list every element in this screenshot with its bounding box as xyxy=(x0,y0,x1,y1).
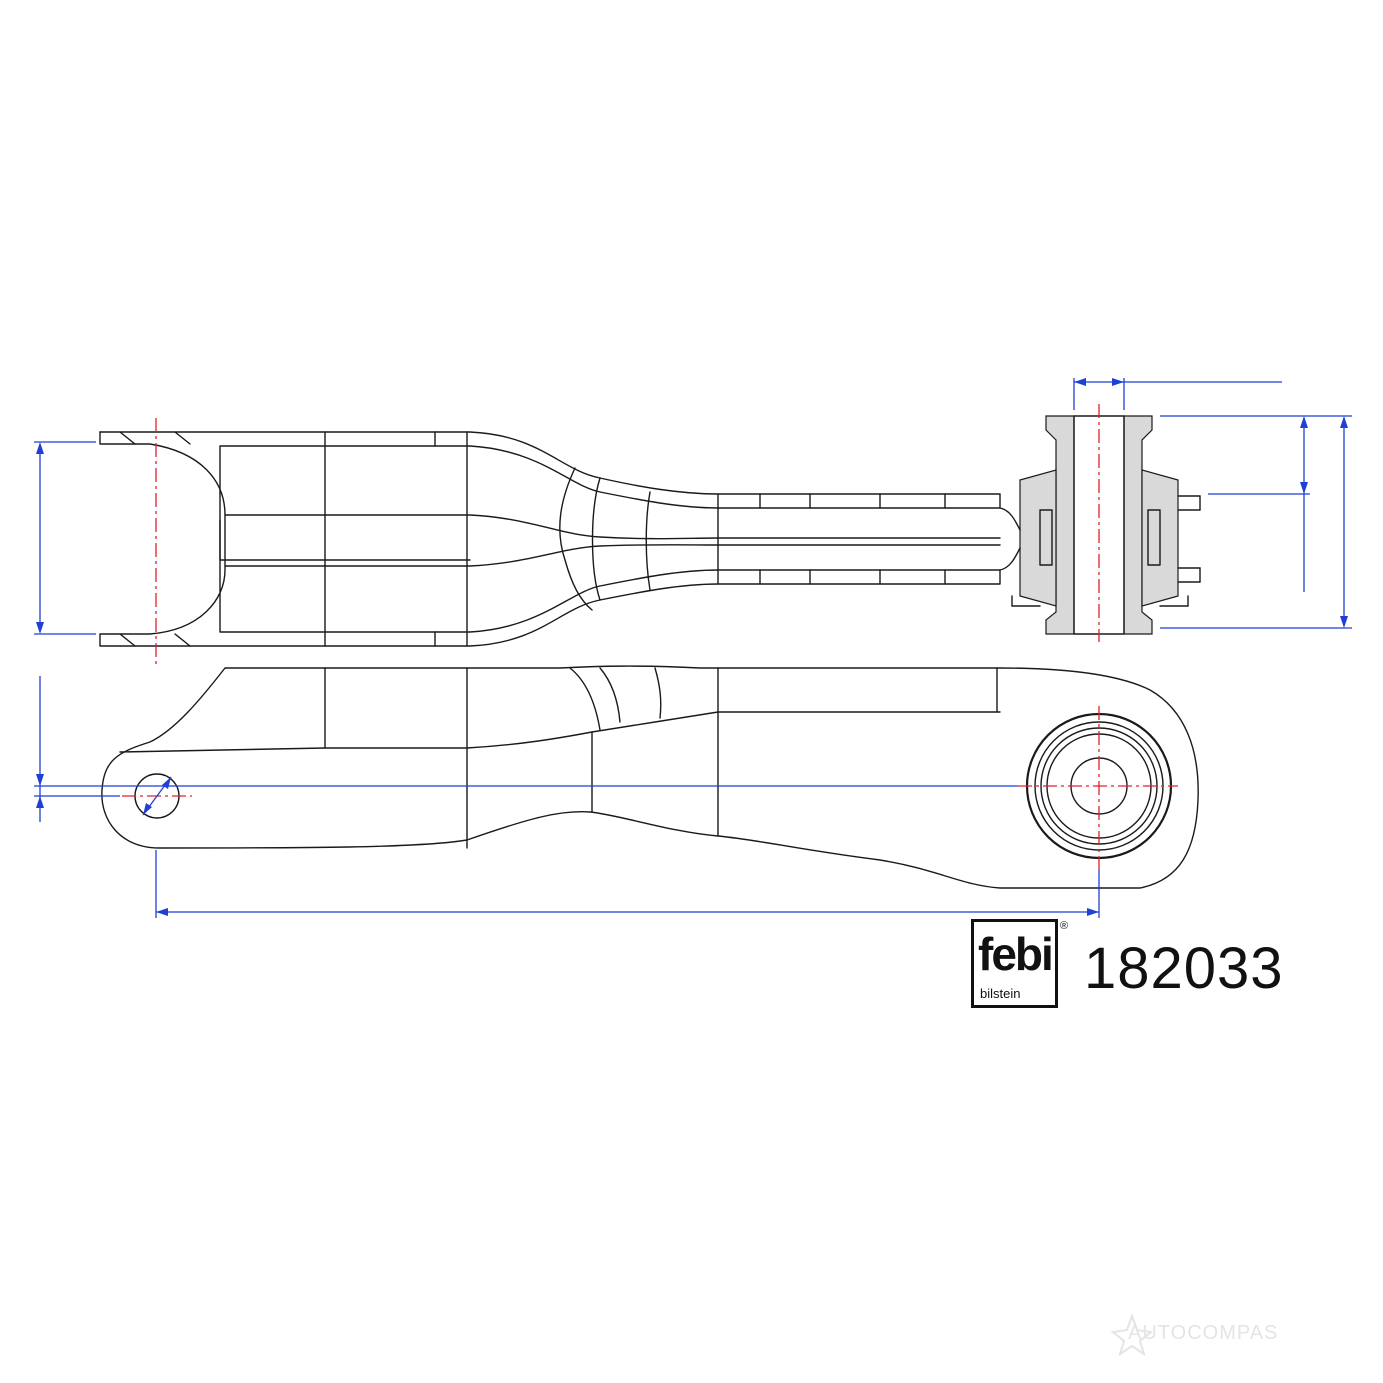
dimension-lines xyxy=(34,378,1352,918)
top-view xyxy=(99,431,1001,647)
logo-text: febi xyxy=(978,928,1054,980)
side-view xyxy=(101,665,1199,889)
top-view-fork xyxy=(99,431,1001,561)
registered-mark: ® xyxy=(1060,920,1069,932)
watermark-star-icon xyxy=(1110,1313,1154,1356)
top-view-outline-upper xyxy=(99,431,1001,647)
bushing-rubber-left xyxy=(1019,469,1057,607)
part-number: 182033 xyxy=(1084,936,1284,1001)
febi-bilstein-logo: febi bilstein xyxy=(971,919,1058,1008)
center-lines xyxy=(122,404,1178,870)
top-view-inner xyxy=(224,514,1001,540)
side-view-outline xyxy=(101,665,1199,889)
watermark-text: AUTOCOMPAS xyxy=(1128,1322,1279,1344)
logo-subtext: bilstein xyxy=(980,986,1021,1001)
top-view-inner2 xyxy=(224,544,1001,567)
bushing-section xyxy=(999,415,1201,635)
bushing-sleeve-right xyxy=(1123,415,1153,635)
